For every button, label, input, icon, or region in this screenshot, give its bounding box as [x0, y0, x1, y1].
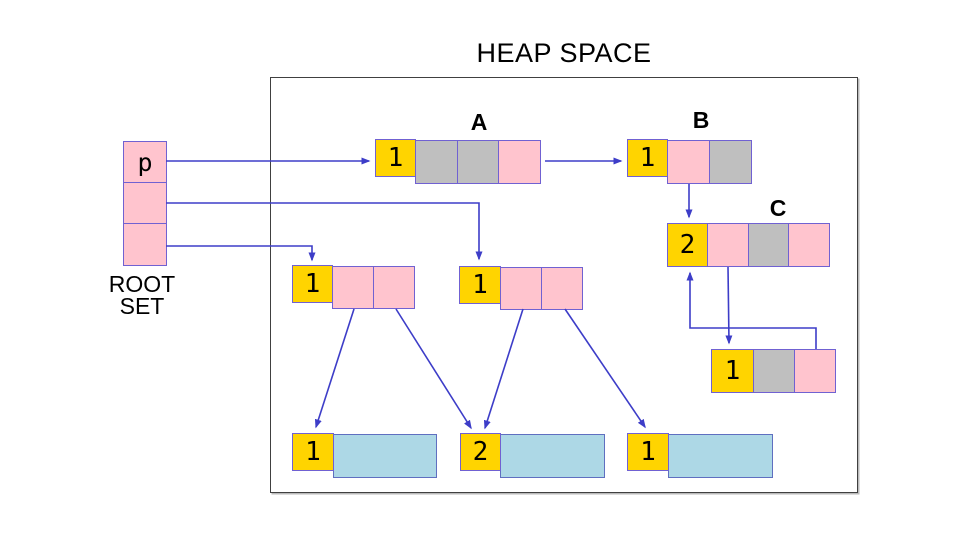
root-set-label: ROOT SET — [89, 271, 195, 319]
root-set-cell-p: p — [123, 141, 167, 184]
root-set-cell-2 — [123, 182, 167, 225]
pink-field-cell — [332, 266, 374, 309]
object-a-refcount: 1 — [375, 139, 416, 177]
object-mid-left-fields — [332, 266, 415, 309]
pink-field-cell — [540, 267, 583, 310]
gray-field-cell — [747, 223, 790, 267]
gray-field-cell — [708, 140, 752, 184]
object-bottom-left-fields — [333, 434, 437, 478]
object-c-fields — [707, 223, 830, 267]
pink-field-cell — [372, 266, 415, 309]
object-d-fields — [753, 349, 836, 393]
object-d-refcount: 1 — [711, 349, 754, 393]
object-a-label: A — [470, 109, 488, 135]
blue-field-cell — [333, 434, 437, 478]
object-b-fields — [667, 140, 752, 184]
gray-field-cell — [415, 140, 458, 184]
object-bottom-mid-fields — [500, 434, 605, 478]
blue-field-cell — [668, 434, 773, 478]
object-b-refcount: 1 — [627, 139, 668, 177]
pink-field-cell — [707, 223, 749, 267]
heap-space-boundary — [270, 77, 858, 493]
gray-field-cell — [753, 349, 795, 393]
pink-field-cell — [500, 267, 542, 310]
object-bottom-mid-refcount: 2 — [460, 433, 501, 471]
object-mid-right-fields — [500, 267, 583, 310]
object-bottom-right-fields — [668, 434, 773, 478]
object-c-label: C — [769, 195, 787, 221]
heap-space-title: HEAP SPACE — [476, 38, 652, 68]
object-bottom-right-refcount: 1 — [627, 433, 669, 471]
object-b-label: B — [692, 107, 710, 133]
root-set-label-line2: SET — [119, 293, 165, 319]
object-c-refcount: 2 — [667, 223, 708, 267]
root-set-cell-3 — [123, 223, 167, 266]
gray-field-cell — [456, 140, 500, 184]
pink-field-cell — [793, 349, 836, 393]
object-a-fields — [415, 140, 541, 184]
pink-field-cell — [667, 140, 710, 184]
pink-field-cell — [788, 223, 830, 267]
object-mid-right-refcount: 1 — [459, 266, 501, 304]
object-bottom-left-refcount: 1 — [292, 433, 334, 471]
pink-field-cell — [498, 140, 541, 184]
object-mid-left-refcount: 1 — [292, 265, 333, 303]
root-set-label-line1: ROOT — [108, 271, 176, 297]
blue-field-cell — [500, 434, 605, 478]
